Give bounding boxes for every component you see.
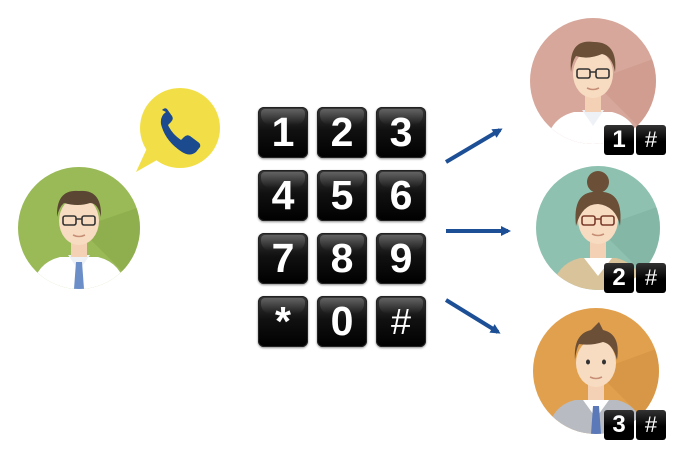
key-5[interactable]: 5	[317, 170, 367, 221]
key-2[interactable]: 2	[317, 107, 367, 158]
key-6[interactable]: 6	[376, 170, 426, 221]
badge-digit: 3	[604, 410, 634, 440]
key-hash[interactable]: #	[376, 296, 426, 347]
route-badge-3: 3 #	[604, 410, 666, 440]
phone-speech-bubble	[128, 84, 224, 176]
agent-avatar-1	[530, 18, 656, 144]
keypad: 1 2 3 4 5 6 7 8 9 * 0 #	[258, 107, 428, 347]
caller-avatar	[18, 167, 140, 289]
key-0[interactable]: 0	[317, 296, 367, 347]
phone-speech-bubble-icon	[136, 88, 220, 172]
arrow-right-icon	[444, 128, 503, 164]
route-badge-1: 1 #	[604, 125, 666, 155]
key-4[interactable]: 4	[258, 170, 308, 221]
badge-digit: 2	[604, 263, 634, 293]
agent-avatar-icon	[530, 18, 656, 144]
key-7[interactable]: 7	[258, 233, 308, 284]
badge-hash: #	[636, 125, 666, 155]
arrow-right-icon	[444, 298, 501, 334]
key-1[interactable]: 1	[258, 107, 308, 158]
badge-digit: 1	[604, 125, 634, 155]
badge-hash: #	[636, 263, 666, 293]
key-8[interactable]: 8	[317, 233, 367, 284]
key-3[interactable]: 3	[376, 107, 426, 158]
route-badge-2: 2 #	[604, 263, 666, 293]
caller-avatar-icon	[18, 167, 140, 289]
key-star[interactable]: *	[258, 296, 308, 347]
badge-hash: #	[636, 410, 666, 440]
key-9[interactable]: 9	[376, 233, 426, 284]
